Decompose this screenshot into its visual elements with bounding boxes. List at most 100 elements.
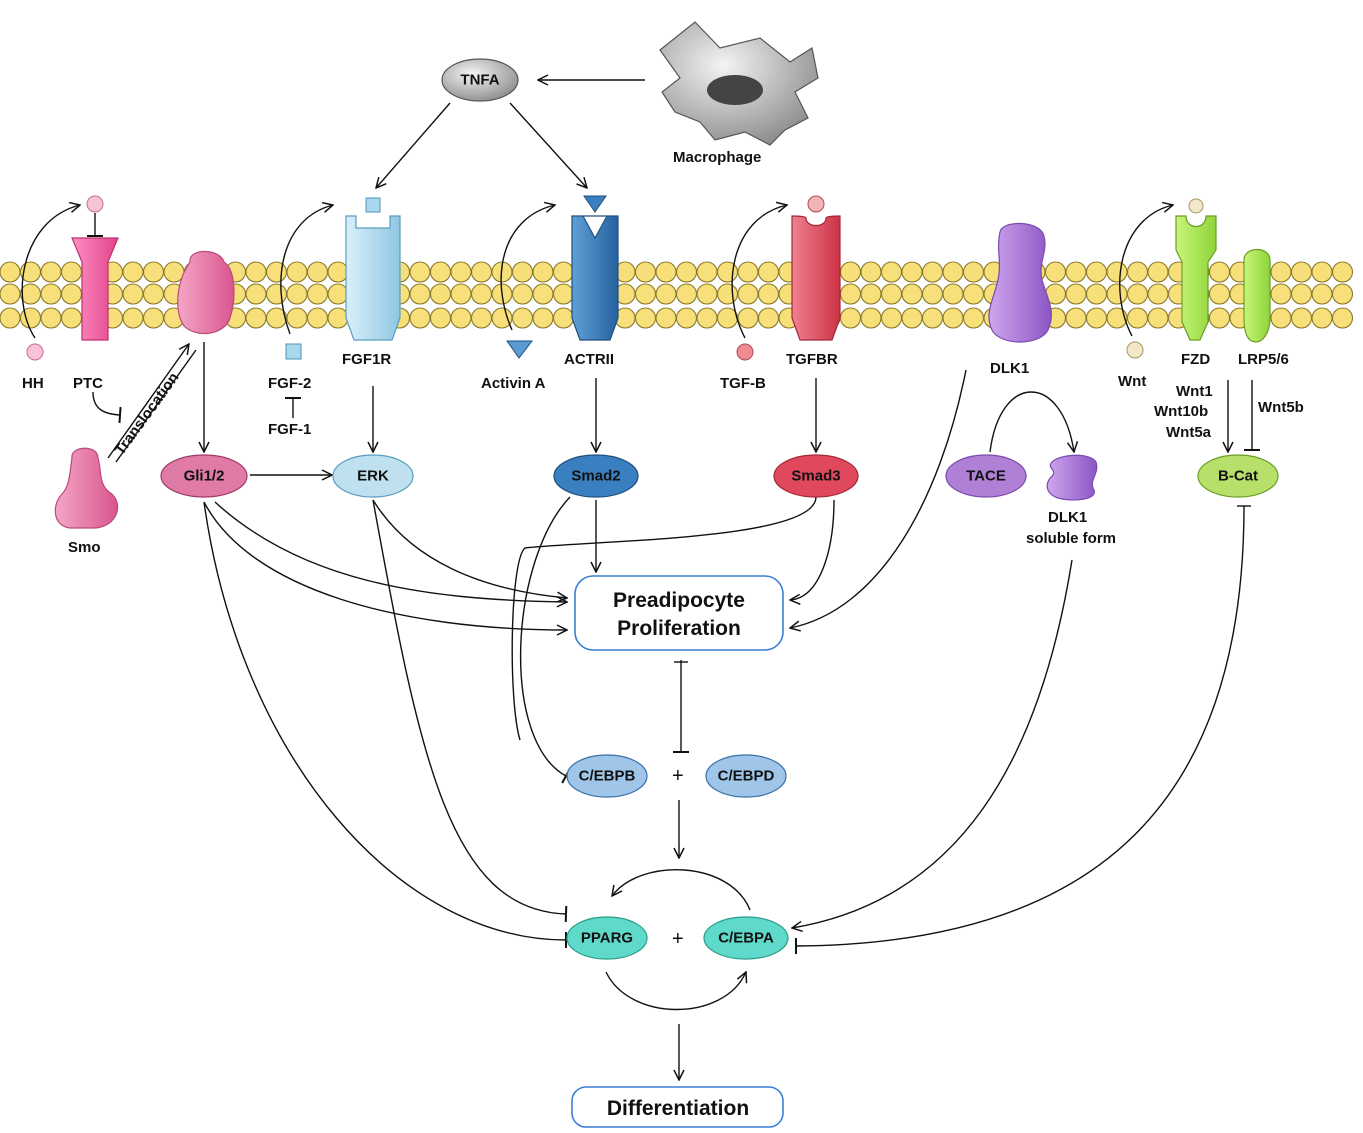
membrane-bead — [532, 261, 554, 283]
cebpb-label: C/EBPB — [579, 768, 636, 785]
membrane-bead — [1065, 283, 1087, 305]
hh-ligand-free-icon — [26, 343, 44, 361]
membrane-bead — [511, 261, 534, 283]
membrane-bead — [1147, 283, 1169, 305]
pparg-node: PPARG — [566, 916, 648, 960]
membrane-bead — [1331, 261, 1354, 283]
membrane-bead — [1126, 261, 1149, 283]
tgfbr-receptor-icon — [791, 215, 841, 341]
tgfbr-label: TGFBR — [786, 351, 838, 368]
membrane-bead — [1147, 261, 1169, 283]
membrane-bead — [1270, 283, 1292, 305]
membrane-bead — [327, 261, 349, 283]
tace-label: TACE — [966, 468, 1006, 485]
fgf1r-label: FGF1R — [342, 351, 391, 368]
bcat-label: B-Cat — [1218, 468, 1258, 485]
wnt-ligand-icon — [1126, 341, 1144, 359]
smo-label: Smo — [68, 539, 101, 556]
membrane-bead — [265, 283, 288, 305]
membrane-bead — [1208, 283, 1231, 305]
membrane-bead — [245, 307, 267, 329]
tgfb-ligand-bound-icon — [807, 195, 825, 213]
erk-node: ERK — [332, 454, 414, 498]
membrane-bead — [532, 283, 554, 305]
membrane-bead — [40, 261, 62, 283]
membrane-bead — [60, 307, 83, 329]
wnt5b-label: Wnt5b — [1258, 399, 1304, 416]
membrane-bead — [327, 283, 349, 305]
membrane-bead — [1208, 307, 1231, 329]
pathway-edges — [21, 80, 1260, 1080]
membrane-bead — [839, 261, 862, 283]
hh-label: HH — [22, 375, 44, 392]
wnt-label: Wnt — [1118, 373, 1146, 390]
membrane-bead — [655, 307, 677, 329]
membrane-bead — [1085, 283, 1108, 305]
fgf1-label: FGF-1 — [268, 421, 311, 438]
membrane-bead — [40, 283, 62, 305]
gli-label: Gli1/2 — [184, 468, 225, 485]
dlk1-soluble-label2: soluble form — [1026, 530, 1116, 547]
membrane-bead — [142, 307, 165, 329]
fgf2-ligand-icon — [285, 343, 302, 360]
membrane-bead — [901, 261, 923, 283]
bcat-node: B-Cat — [1197, 454, 1279, 498]
macrophage-cell-icon — [659, 21, 819, 146]
membrane-bead — [921, 261, 944, 283]
actrii-label: ACTRII — [564, 351, 614, 368]
membrane-bead — [675, 261, 698, 283]
membrane-bead — [696, 283, 718, 305]
membrane-bead — [19, 283, 42, 305]
dlk1-soluble-icon — [1046, 454, 1098, 501]
fgf-ligand-bound-icon — [365, 197, 381, 213]
membrane-bead — [1106, 261, 1128, 283]
membrane-bead — [409, 307, 431, 329]
membrane-bead — [655, 283, 677, 305]
ptc-receptor-icon — [71, 237, 119, 341]
membrane-bead — [409, 261, 431, 283]
membrane-bead — [450, 283, 472, 305]
membrane-bead — [675, 307, 698, 329]
membrane-bead — [142, 283, 165, 305]
membrane-bead — [901, 283, 923, 305]
membrane-bead — [921, 283, 944, 305]
cebpa-node: C/EBPA — [703, 916, 789, 960]
membrane-bead — [880, 261, 903, 283]
activin-a-label: Activin A — [481, 375, 546, 392]
membrane-bead — [265, 261, 288, 283]
membrane-bead — [737, 261, 759, 283]
membrane-bead — [1290, 283, 1313, 305]
plus-cebp: + — [672, 765, 684, 787]
membrane-bead — [245, 283, 267, 305]
membrane-bead — [511, 283, 534, 305]
erk-label: ERK — [357, 468, 389, 485]
membrane-bead — [1311, 307, 1333, 329]
preadipocyte-proliferation-box: Preadipocyte Proliferation — [574, 575, 784, 651]
macrophage-label: Macrophage — [673, 149, 761, 166]
membrane-bead — [306, 261, 329, 283]
membrane-bead — [491, 307, 513, 329]
fgf2-label: FGF-2 — [268, 375, 311, 392]
membrane-bead — [1147, 307, 1169, 329]
membrane-bead — [942, 261, 964, 283]
membrane-bead — [655, 261, 677, 283]
membrane-bead — [757, 307, 780, 329]
membrane-bead — [675, 283, 698, 305]
membrane-bead — [860, 307, 882, 329]
smad3-node: Smad3 — [773, 454, 859, 498]
membrane-bead — [757, 261, 780, 283]
membrane-bead — [286, 283, 308, 305]
membrane-bead — [901, 307, 923, 329]
smad3-label: Smad3 — [791, 468, 840, 485]
membrane-bead — [839, 307, 862, 329]
smo-cytoplasm-icon — [54, 447, 119, 529]
membrane-bead — [60, 283, 83, 305]
membrane-bead — [1106, 283, 1128, 305]
membrane-bead — [1270, 261, 1292, 283]
tace-node: TACE — [945, 454, 1027, 498]
membrane-bead — [552, 283, 575, 305]
gli-node: Gli1/2 — [160, 454, 248, 498]
dlk1-membrane-icon — [988, 222, 1052, 343]
membrane-bead — [1065, 261, 1087, 283]
